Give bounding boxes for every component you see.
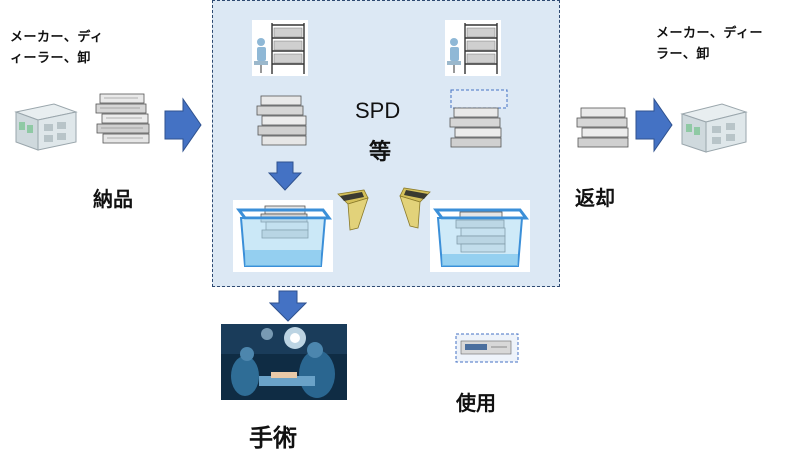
return-label: 返却	[575, 186, 615, 210]
arrow-right-return-icon	[634, 97, 674, 153]
spd-subtitle: 等	[369, 140, 392, 165]
supply-stack-spd-left-icon	[256, 93, 310, 153]
storage-shelf-icon-right	[445, 20, 501, 76]
supplier-left-line1: メーカー、ディ	[10, 30, 104, 45]
surgery-label: 手術	[249, 424, 297, 452]
spd-title: SPD	[355, 98, 401, 123]
arrow-down-surgery-icon	[269, 290, 307, 322]
delivery-label: 納品	[93, 187, 133, 211]
supply-stack-spd-right-icon	[448, 88, 510, 154]
use-label: 使用	[456, 391, 496, 415]
barcode-scanner-icon-left	[334, 188, 374, 232]
surgery-photo	[221, 324, 347, 400]
barcode-scanner-icon-right	[394, 186, 434, 230]
storage-shelf-icon	[252, 20, 308, 76]
used-item-icon	[455, 333, 519, 363]
storage-bin-right-icon	[430, 200, 530, 272]
supplier-right-line2: ラー、卸	[656, 47, 710, 62]
arrow-down-icon	[268, 161, 302, 191]
warehouse-left-icon	[14, 100, 78, 152]
supplier-left-line2: ィーラー、卸	[10, 51, 91, 66]
storage-bin-left-icon	[233, 200, 333, 272]
supply-stack-right-icon	[575, 106, 633, 150]
supplier-right-label: メーカー、ディー ラー、卸	[656, 23, 763, 65]
supplier-right-line1: メーカー、ディー	[656, 26, 763, 41]
arrow-right-delivery-icon	[163, 97, 203, 153]
supplier-left-label: メーカー、ディ ィーラー、卸	[10, 27, 103, 69]
supply-stack-left-icon	[94, 90, 158, 152]
warehouse-right-icon	[680, 100, 748, 154]
